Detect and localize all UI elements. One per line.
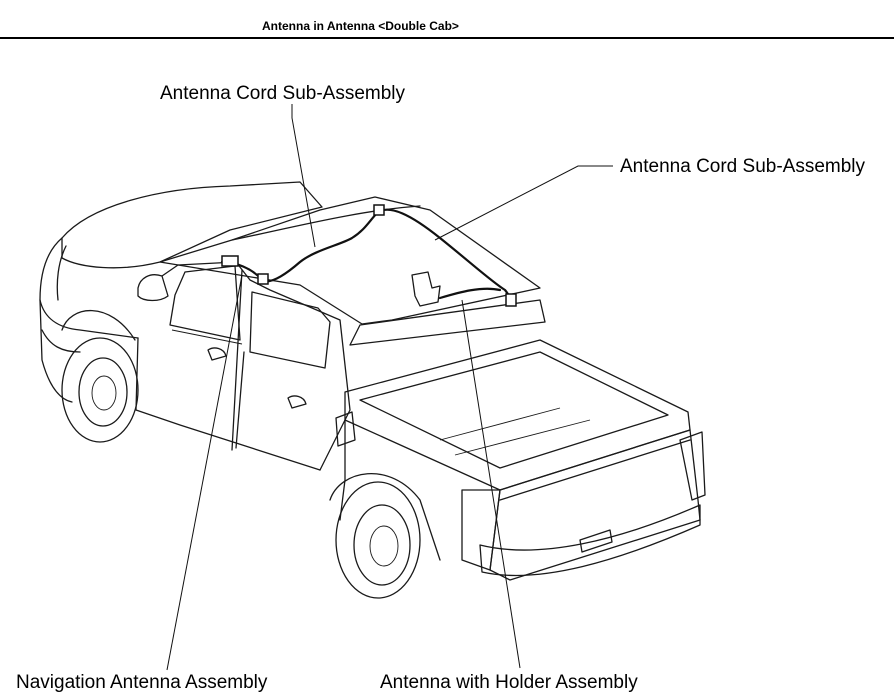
label-antenna-cord-right: Antenna Cord Sub-Assembly [620, 156, 866, 177]
leader-lines [166, 104, 613, 671]
truck-illustration [39, 181, 706, 599]
label-antenna-holder: Antenna with Holder Assembly [380, 672, 638, 693]
label-antenna-cord-top: Antenna Cord Sub-Assembly [160, 83, 406, 104]
page-title: Antenna in Antenna <Double Cab> [262, 19, 459, 33]
antenna-cables [220, 204, 517, 307]
label-navigation-antenna: Navigation Antenna Assembly [16, 672, 268, 693]
header-divider [0, 37, 894, 39]
